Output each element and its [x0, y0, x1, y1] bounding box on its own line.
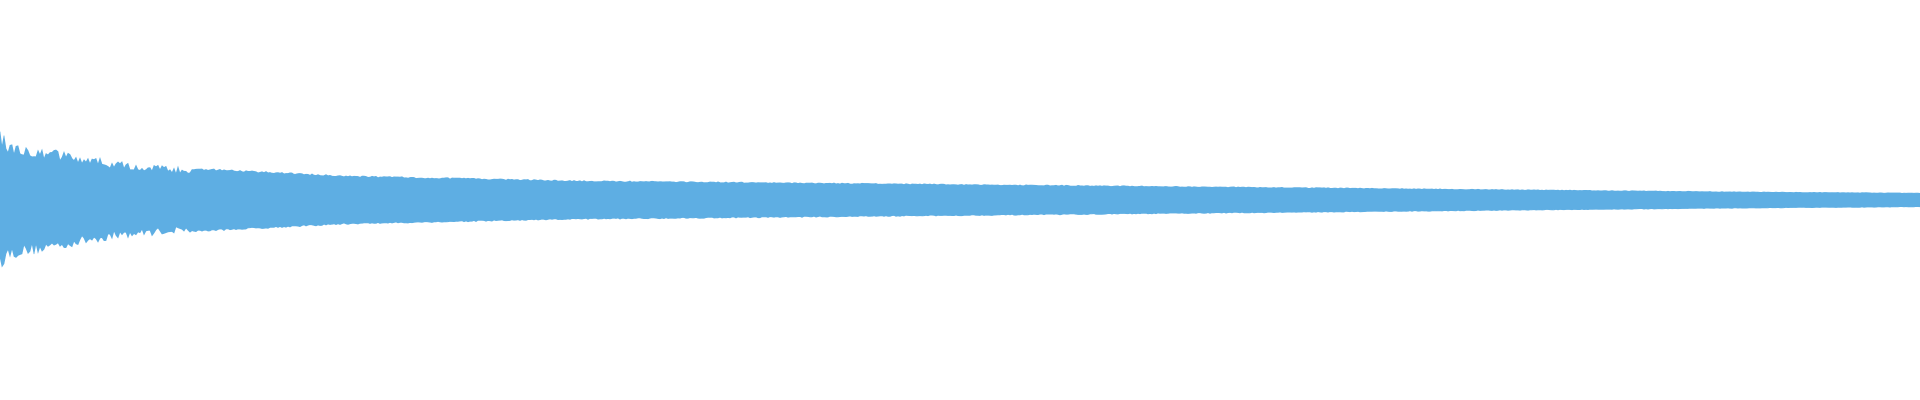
- waveform-envelope: [0, 131, 1920, 268]
